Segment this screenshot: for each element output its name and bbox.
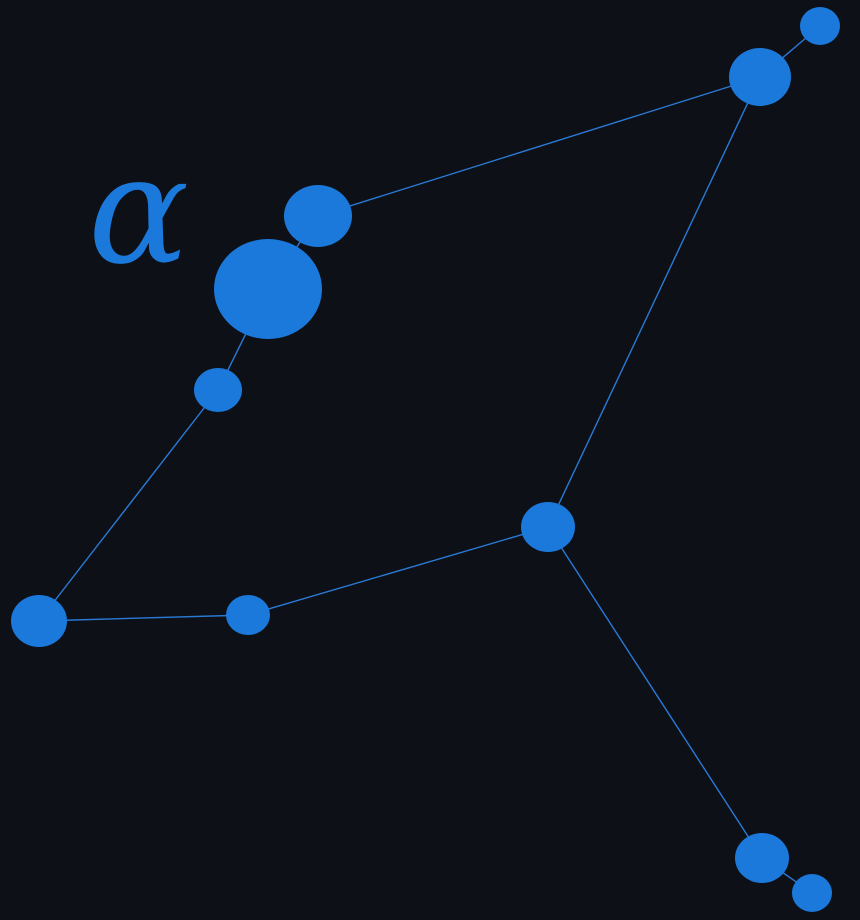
- star-far-bottom-right: [792, 874, 832, 912]
- edge-center-right-to-bottom-right: [547, 526, 763, 859]
- edge-upper-left-to-top-right: [317, 76, 761, 217]
- edge-mid-left-to-far-left: [38, 389, 219, 622]
- star-far-top-right: [800, 7, 840, 45]
- edge-bottom-mid-to-center-right: [247, 526, 549, 616]
- edge-far-left-to-bottom-mid: [38, 614, 249, 622]
- star-far-left: [11, 595, 67, 647]
- star-upper-left: [284, 185, 352, 247]
- star-center-right: [521, 502, 575, 552]
- star-alpha: [214, 239, 322, 339]
- star-bottom-mid: [226, 595, 270, 635]
- star-mid-left: [194, 368, 242, 412]
- alpha-label: α: [88, 124, 189, 298]
- star-bottom-right: [735, 833, 789, 883]
- edge-top-right-to-center-right: [547, 76, 761, 528]
- star-top-right: [729, 48, 791, 106]
